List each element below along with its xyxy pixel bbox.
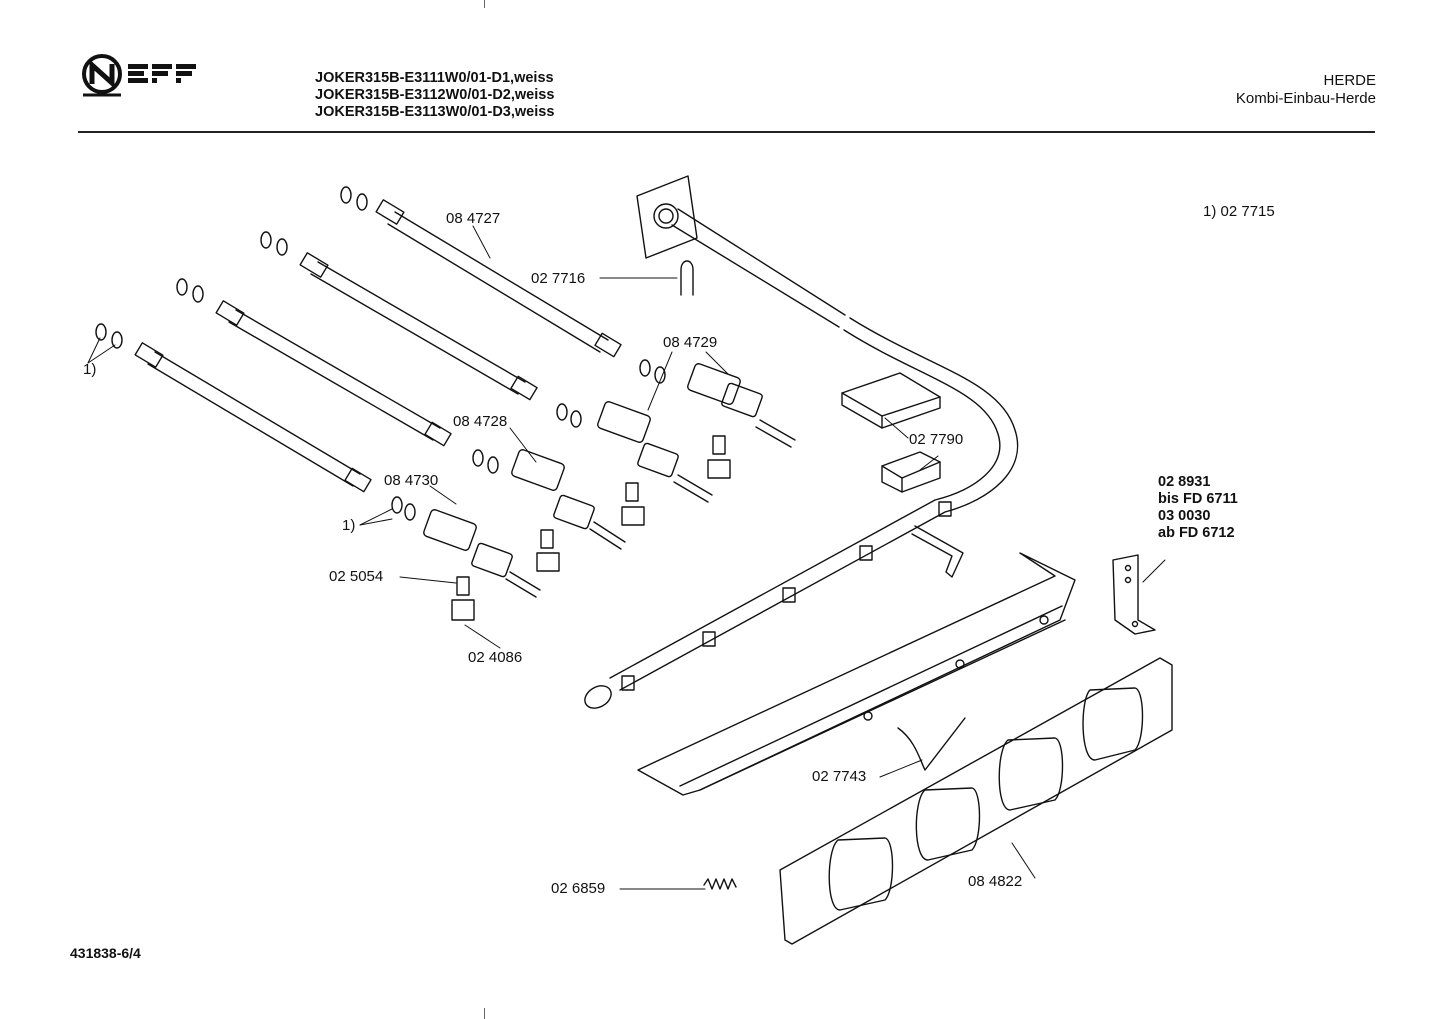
gas-valve-1: [687, 363, 796, 479]
label-027716: 02 7716: [531, 270, 586, 287]
variant-line-3: 03 0030: [1158, 508, 1211, 524]
model-list: JOKER315B-E3111W0/01-D1,weiss JOKER315B-…: [315, 70, 554, 121]
gas-valve-4: [423, 509, 541, 621]
label-084727: 08 4727: [446, 210, 501, 227]
bracket-028931: [1112, 554, 1156, 635]
wire-027743: [897, 717, 966, 771]
seal-rings: [95, 186, 666, 521]
label-084728: 08 4728: [453, 413, 508, 430]
header-divider: [78, 131, 1375, 133]
gas-valve-3: [511, 449, 626, 572]
document-number: 431838-6/4: [70, 945, 141, 961]
label-025054: 02 5054: [329, 568, 384, 585]
gas-pipe-3: [215, 300, 452, 447]
label-024086: 02 4086: [468, 649, 523, 666]
main-supply-pipe: [584, 175, 1019, 709]
category-block: HERDE Kombi-Einbau-Herde: [1236, 72, 1376, 108]
rear-plate-084822: [779, 657, 1173, 945]
manifold-jets: [621, 501, 952, 691]
label-084822: 08 4822: [968, 873, 1023, 890]
gas-pipe-4: [134, 342, 372, 493]
label-027743: 02 7743: [812, 768, 867, 785]
neff-logo: [82, 54, 196, 97]
gas-pipe-2: [299, 252, 538, 401]
model-line-2: JOKER315B-E3112W0/01-D2,weiss: [315, 87, 555, 103]
variant-note: 02 8931 bis FD 6711 03 0030 ab FD 6712: [1158, 474, 1238, 542]
gas-pipe-1: [375, 199, 622, 358]
category-subtitle: Kombi-Einbau-Herde: [1235, 90, 1376, 107]
gas-valve-2: [597, 401, 713, 526]
label-026859: 02 6859: [551, 880, 606, 897]
label-ref-1-lower: 1): [342, 517, 356, 534]
footnote-ref: 1) 02 7715: [1203, 203, 1275, 220]
label-084729: 08 4729: [663, 334, 718, 351]
label-ref-1-upper: 1): [83, 361, 97, 378]
front-panel-strip: [637, 552, 1076, 796]
variant-line-4: ab FD 6712: [1158, 525, 1235, 541]
model-line-3: JOKER315B-E3113W0/01-D3,weiss: [315, 104, 555, 120]
manifold-bracket: [911, 525, 964, 578]
label-027790: 02 7790: [909, 431, 964, 448]
model-line-1: JOKER315B-E3111W0/01-D1,weiss: [315, 70, 554, 86]
top-edge-tick: [484, 0, 485, 8]
variant-line-1: 02 8931: [1158, 474, 1211, 490]
category-title: HERDE: [1323, 72, 1376, 89]
switch-027790: [881, 451, 941, 493]
spring-026859: [703, 878, 737, 890]
bottom-edge-tick: [484, 1008, 485, 1019]
variant-line-2: bis FD 6711: [1158, 491, 1238, 507]
clip-027716: [680, 260, 694, 296]
switch-box-027790: [841, 372, 941, 429]
label-084730: 08 4730: [384, 472, 439, 489]
